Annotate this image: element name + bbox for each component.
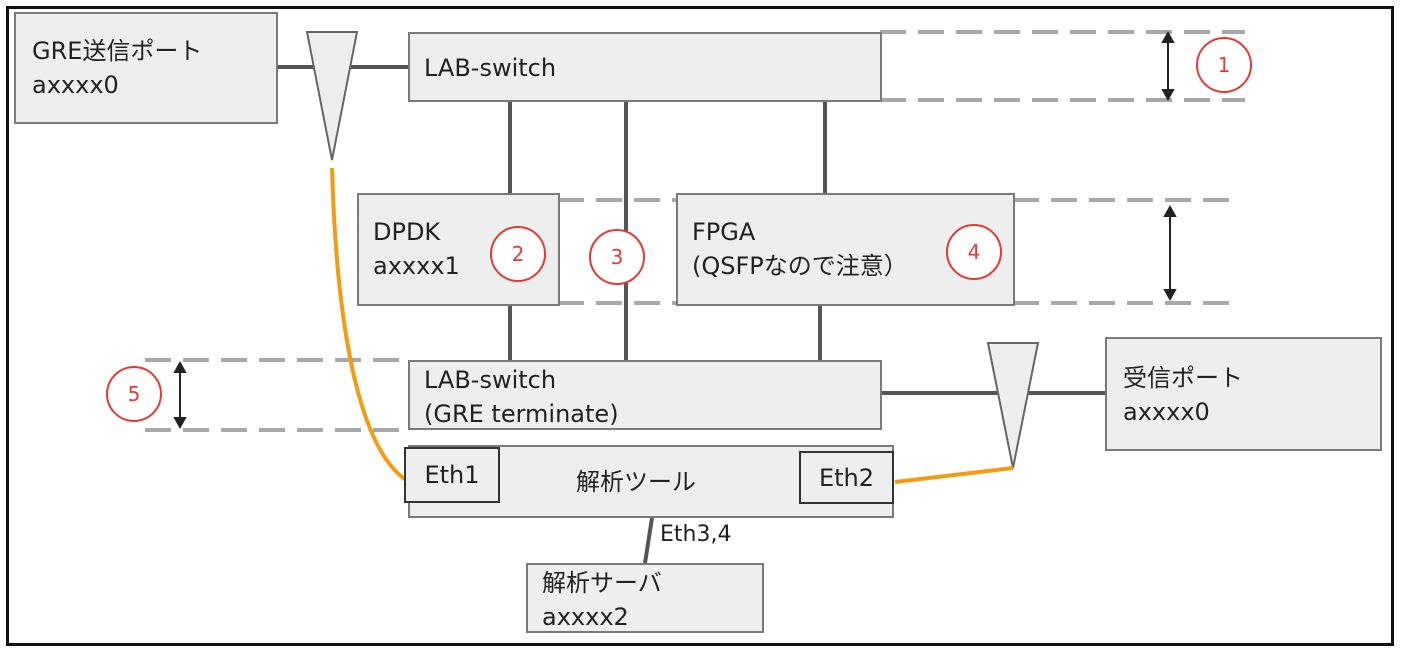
node-receiver-host: axxxx0: [1123, 398, 1210, 426]
node-analysis-tool-title: 解析ツール: [576, 468, 696, 496]
node-gre-sender: GRE送信ポート axxxx0: [14, 12, 278, 124]
node-fpga-title: FPGA: [692, 218, 756, 246]
node-receiver-title: 受信ポート: [1123, 364, 1243, 392]
link-label-eth3-4: Eth3,4: [660, 522, 732, 547]
marker-3: 3: [589, 229, 645, 285]
range-guide-5: [145, 358, 410, 432]
node-gre-sender-host: axxxx0: [32, 71, 119, 99]
node-analysis-server-title: 解析サーバ: [542, 569, 662, 597]
node-analysis-server: 解析サーバ axxxx2: [526, 563, 764, 633]
node-lab-switch-top-title: LAB-switch: [424, 54, 557, 82]
node-lab-switch-bottom-title: LAB-switch: [424, 366, 557, 394]
node-lab-switch-bottom-subtitle: (GRE terminate): [424, 400, 619, 428]
marker-4: 4: [946, 224, 1002, 280]
node-lab-switch-top: LAB-switch: [408, 32, 882, 102]
range-arrow-1: [1161, 30, 1175, 102]
node-lab-switch-bottom: LAB-switch (GRE terminate): [408, 360, 882, 430]
tap-fiber-left: [330, 167, 408, 482]
marker-2: 2: [490, 226, 546, 282]
optical-tap-right: [986, 342, 1040, 469]
node-gre-sender-title: GRE送信ポート: [32, 37, 203, 65]
range-guide-2: [558, 198, 1230, 305]
node-dpdk-title: DPDK: [373, 218, 441, 246]
range-arrow-5: [173, 360, 187, 430]
node-dpdk: DPDK axxxx1: [357, 193, 560, 306]
tap-fiber-right: [894, 466, 1014, 484]
marker-1: 1: [1196, 37, 1252, 93]
port-eth1: Eth1: [404, 447, 500, 503]
node-dpdk-host: axxxx1: [373, 252, 460, 280]
port-eth1-label: Eth1: [424, 461, 480, 489]
range-arrow-2: [1163, 204, 1177, 302]
node-analysis-server-host: axxxx2: [542, 603, 629, 631]
link-tool-to-server: [643, 517, 654, 564]
optical-tap-left: [305, 31, 359, 161]
marker-5: 5: [106, 366, 162, 422]
node-receiver: 受信ポート axxxx0: [1105, 337, 1382, 451]
port-eth2-label: Eth2: [818, 463, 875, 492]
node-fpga-note: (QSFPなので注意）: [692, 252, 908, 280]
port-eth2: Eth2: [799, 451, 894, 504]
range-guide-1: [880, 30, 1245, 102]
